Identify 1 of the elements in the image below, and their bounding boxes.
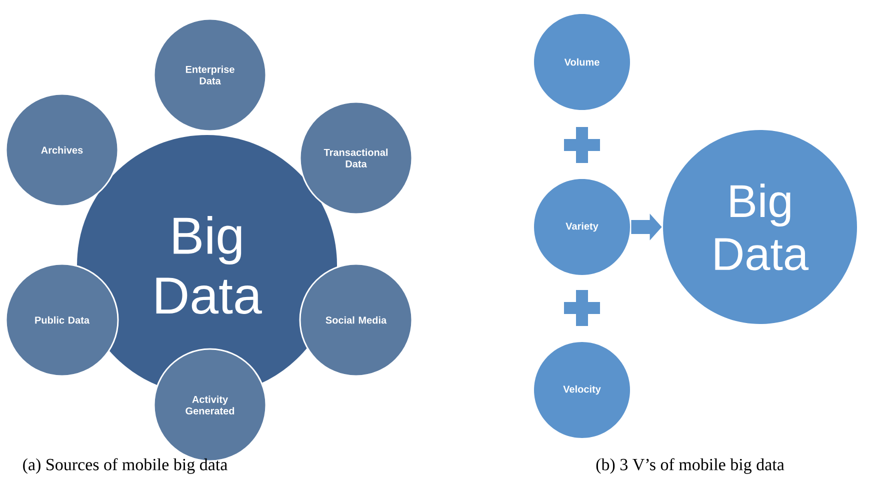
caption: (b) 3 V’s of mobile big data <box>596 458 784 474</box>
